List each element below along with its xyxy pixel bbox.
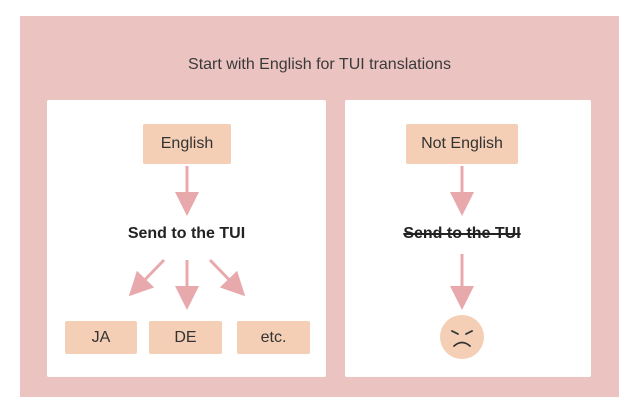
english-send-step: Send to the TUI bbox=[127, 225, 246, 242]
arrow-send-to-ja bbox=[128, 258, 166, 297]
diagram-title: Start with English for TUI translations bbox=[188, 56, 451, 73]
not-english-panel: Not English Send to the TUI bbox=[345, 100, 591, 377]
english-flow-arrows bbox=[128, 166, 246, 310]
arrow-send-to-etc bbox=[208, 258, 246, 297]
not-english-source-box: Not English bbox=[406, 124, 518, 164]
diagram-frame: Start with English for TUI translations … bbox=[20, 16, 619, 397]
not-english-flow-arrows bbox=[450, 166, 474, 310]
not-english-send-step-struck: Send to the TUI bbox=[403, 225, 521, 242]
output-box-ja: JA bbox=[65, 321, 137, 354]
output-box-etc: etc. bbox=[237, 321, 310, 354]
sad-face-icon bbox=[440, 315, 484, 359]
output-box-de: DE bbox=[149, 321, 222, 354]
english-panel: English Send to the TUI JA DE etc. bbox=[47, 100, 326, 377]
english-source-box: English bbox=[143, 124, 231, 164]
